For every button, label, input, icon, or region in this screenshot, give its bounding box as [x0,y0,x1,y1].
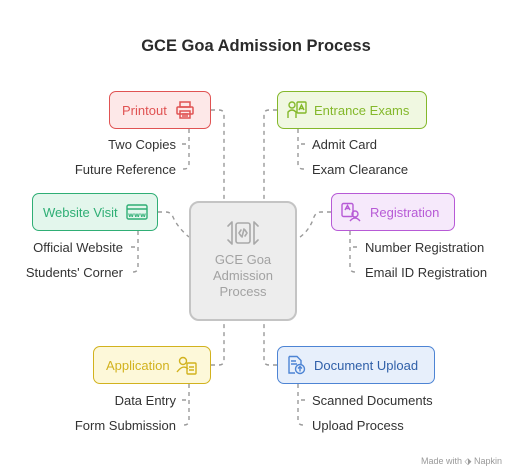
svg-text:www: www [128,211,146,219]
node-application-label: Application [106,357,170,373]
node-registration-label: Registration [370,204,440,220]
bracket-upload [297,384,305,426]
node-printout-label: Printout [122,102,167,118]
node-website-label: Website Visit [43,204,118,220]
connector-registration [296,211,331,240]
registration-item-1: Number Registration [365,240,485,255]
center-label-line-1: GCE Goa [214,252,272,267]
node-registration: Registration [331,193,455,231]
upload-item-1: Scanned Documents [312,393,433,408]
id-registration-icon [340,202,362,222]
registration-item-2: Email ID Registration [365,265,488,280]
printer-icon [175,100,195,120]
connector-application [211,321,225,366]
printout-item-2: Future Reference [74,162,176,177]
application-item-2: Form Submission [74,418,176,433]
website-item-2: Students' Corner [25,265,123,280]
entrance-item-1: Admit Card [312,137,378,152]
printout-item-1: Two Copies [108,137,176,152]
center-label-line-3: Process [219,284,267,299]
center-label-line-2: Admission [213,268,273,283]
node-printout: Printout [109,91,211,129]
connector-entrance [263,109,277,201]
bracket-application [182,384,190,426]
node-entrance-label: Entrance Exams [314,102,410,118]
bracket-website [131,231,139,273]
connector-website [158,211,190,238]
document-upload-icon [286,355,306,375]
upload-item-2: Upload Process [312,418,404,433]
www-icon: www [125,203,148,221]
footer-credit: Made with ⬗ Napkin [421,456,502,466]
connector-printout [211,109,225,201]
node-application: Application [93,346,211,384]
bracket-printout [182,129,190,170]
bracket-registration [349,231,357,273]
center-node: GCE Goa Admission Process [189,201,297,321]
bracket-entrance [297,129,305,170]
node-website: Website Visit www [32,193,158,231]
entrance-item-2: Exam Clearance [312,162,409,177]
code-brackets-icon [226,218,260,253]
node-upload: Document Upload [277,346,435,384]
node-upload-label: Document Upload [314,357,419,373]
connector-upload [263,321,277,366]
node-entrance: Entrance Exams [277,91,427,129]
application-item-1: Data Entry [114,393,176,408]
website-item-1: Official Website [33,240,123,255]
diagram-title: GCE Goa Admission Process [141,37,371,55]
exam-icon [286,100,308,120]
user-form-icon [176,355,198,375]
